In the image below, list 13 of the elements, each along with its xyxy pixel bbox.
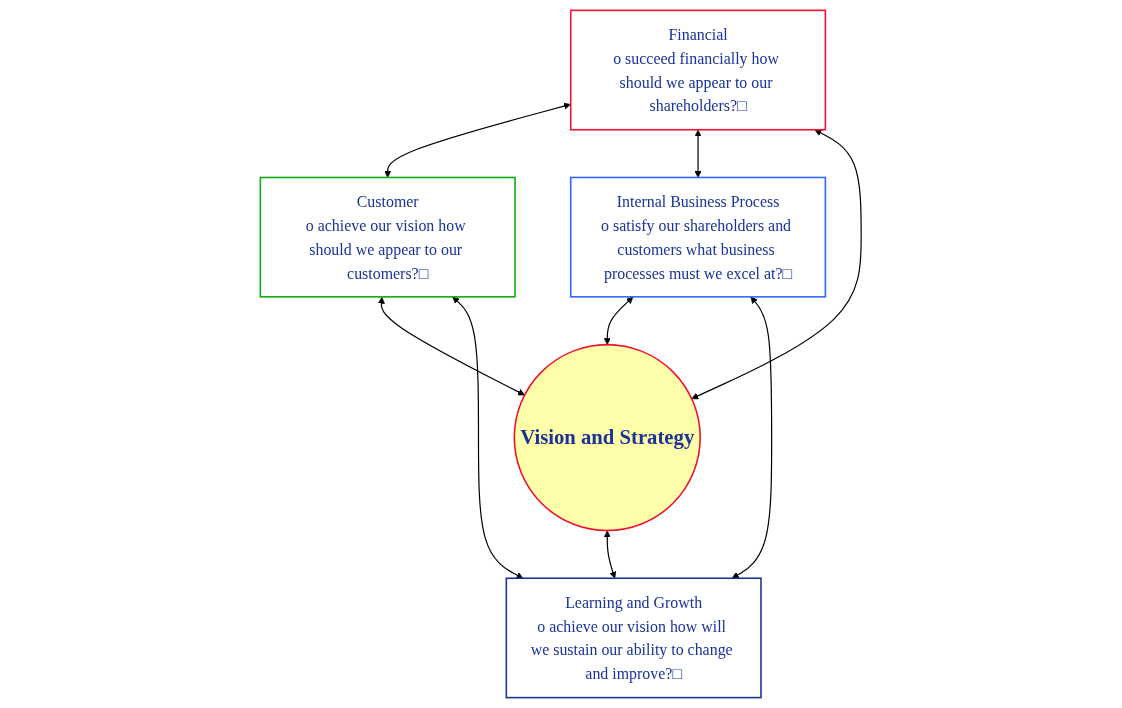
node-box: Internal Business Process o satisfy our shareholders and customers what business processes must we excel at?□ — [570, 176, 827, 298]
arrow — [452, 296, 524, 579]
node-box: Financial o succeed financially how should we appear to our shareholders?□ — [570, 9, 827, 131]
node-box: Learning and Growth o achieve our vision how will we sustain our ability to change and improve?□ — [505, 577, 762, 699]
node-circle: Vision and Strategy — [513, 343, 702, 532]
arrow — [603, 296, 634, 345]
arrow — [694, 129, 702, 178]
node-box: Customer o achieve our vision how should we appear to our customers?□ — [259, 176, 517, 298]
arrow — [732, 296, 773, 579]
arrow — [384, 102, 571, 178]
arrow — [603, 530, 617, 579]
arrow — [691, 129, 862, 400]
arrow — [378, 296, 526, 396]
